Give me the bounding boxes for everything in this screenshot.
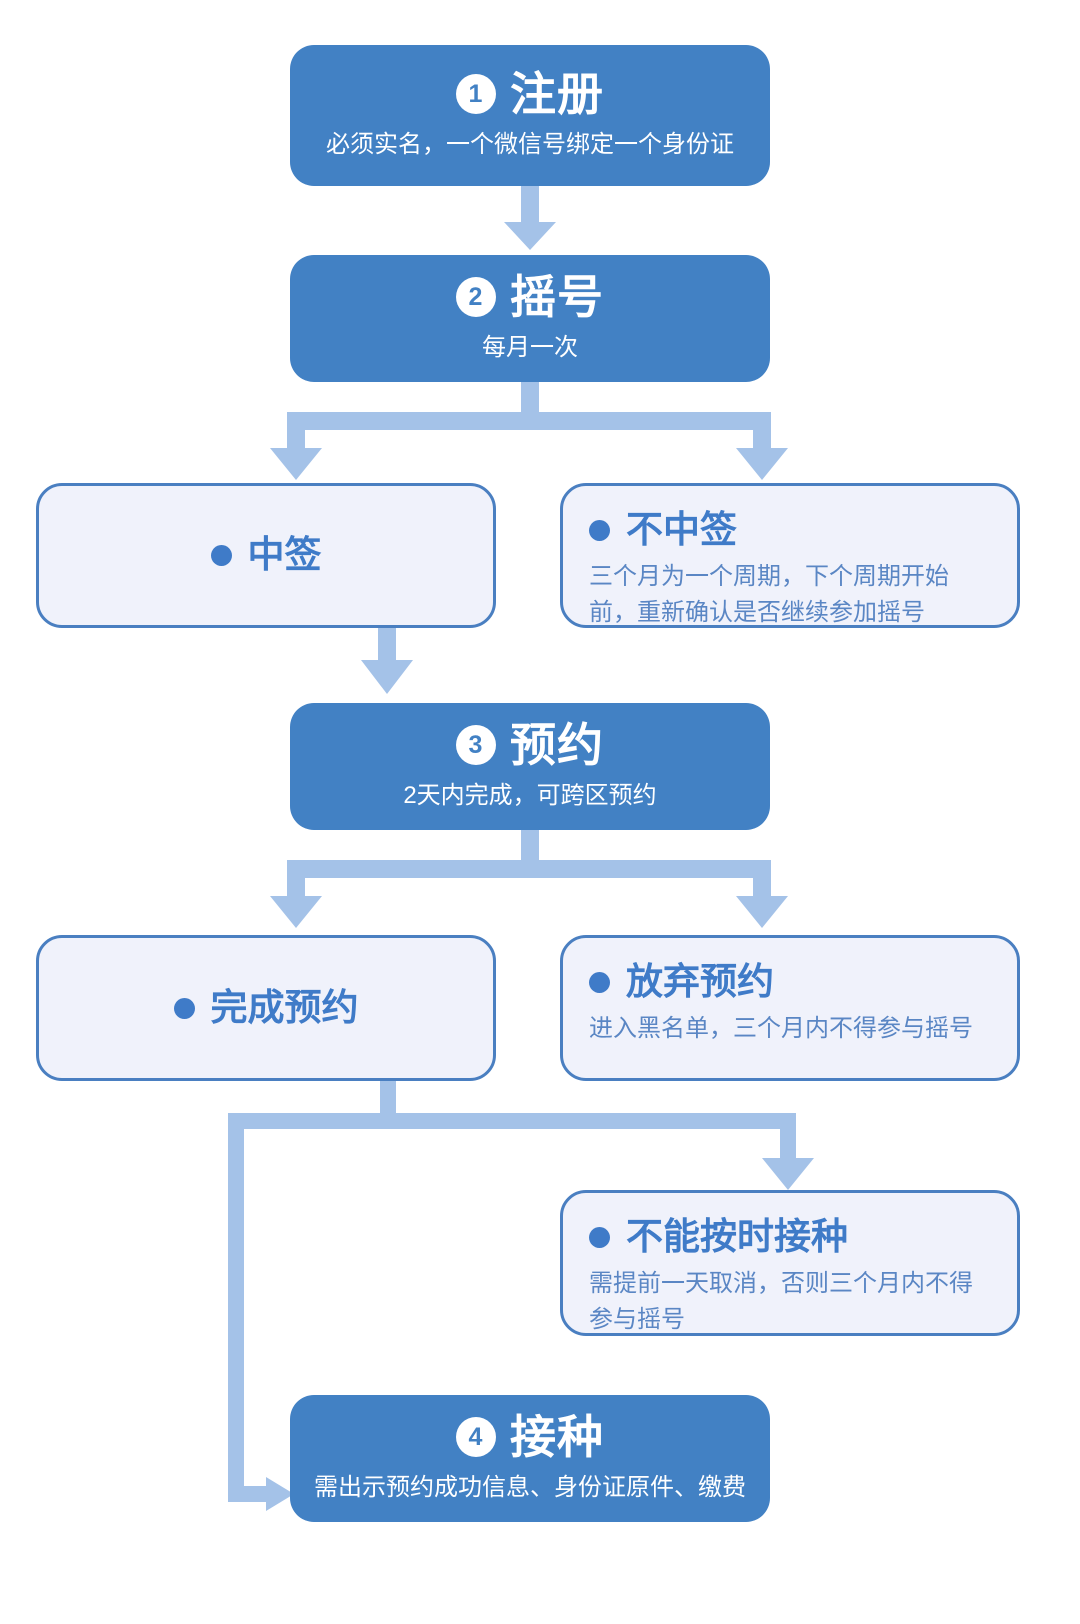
- step-number-badge-1: 1: [456, 74, 496, 115]
- bullet-dot-icon: [173, 997, 195, 1019]
- step-title-vaccination: 4 接种: [456, 1413, 604, 1462]
- outcome-description-cannot-attend: 需提前一天取消，否则三个月内不得参与摇号: [589, 1269, 973, 1333]
- step-title-lottery: 2 摇号: [456, 273, 604, 322]
- connector-step3-split: [270, 830, 788, 928]
- connector-step2-split: [270, 382, 788, 480]
- outcome-box-lost-lottery[interactable]: 不中签 三个月为一个周期，下个周期开始前，重新确认是否继续参加摇号: [560, 483, 1020, 628]
- outcome-label-lost-lottery: 不中签: [626, 509, 737, 550]
- step-label-lottery: 摇号: [510, 270, 604, 323]
- bullet-dot-icon: [589, 519, 610, 541]
- step-box-vaccination[interactable]: 4 接种 需出示预约成功信息、身份证原件、缴费: [290, 1395, 770, 1522]
- outcome-description-booking-abandoned: 进入黑名单，三个月内不得参与摇号: [589, 1014, 973, 1042]
- step-subtitle-register: 必须实名，一个微信号绑定一个身份证: [326, 130, 734, 158]
- step-number-badge-4: 4: [456, 1417, 496, 1458]
- step-number-badge-3: 3: [456, 725, 496, 766]
- outcome-box-won-lottery[interactable]: 中签: [36, 483, 496, 628]
- step-title-booking: 3 预约: [456, 721, 604, 770]
- outcome-heading-cannot-attend: 不能按时接种: [589, 1216, 991, 1258]
- step-subtitle-vaccination: 需出示预约成功信息、身份证原件、缴费: [314, 1473, 746, 1501]
- outcome-description-lost-lottery: 三个月为一个周期，下个周期开始前，重新确认是否继续参加摇号: [589, 562, 949, 626]
- step-label-vaccination: 接种: [510, 1410, 604, 1463]
- outcome-heading-booking-abandoned: 放弃预约: [589, 961, 991, 1003]
- step-subtitle-booking: 2天内完成，可跨区预约: [403, 781, 657, 809]
- step-subtitle-lottery: 每月一次: [482, 333, 578, 361]
- bullet-dot-icon: [589, 1226, 610, 1248]
- outcome-box-booking-complete[interactable]: 完成预约: [36, 935, 496, 1081]
- connector-won-to-step3: [361, 628, 413, 694]
- outcome-label-cannot-attend: 不能按时接种: [626, 1216, 848, 1257]
- bullet-dot-icon: [589, 971, 610, 993]
- step-title-register: 1 注册: [456, 70, 604, 119]
- connector-step1-to-step2: [504, 186, 556, 250]
- outcome-heading-lost-lottery: 不中签: [589, 509, 991, 551]
- step-box-booking[interactable]: 3 预约 2天内完成，可跨区预约: [290, 703, 770, 830]
- step-number-badge-2: 2: [456, 277, 496, 318]
- step-label-register: 注册: [510, 67, 604, 120]
- step-box-register[interactable]: 1 注册 必须实名，一个微信号绑定一个身份证: [290, 45, 770, 186]
- outcome-label-won-lottery: 中签: [247, 534, 322, 576]
- outcome-box-cannot-attend[interactable]: 不能按时接种 需提前一天取消，否则三个月内不得参与摇号: [560, 1190, 1020, 1336]
- outcome-label-booking-complete: 完成预约: [210, 986, 359, 1028]
- outcome-heading-won-lottery: 中签: [210, 534, 322, 576]
- step-box-lottery[interactable]: 2 摇号 每月一次: [290, 255, 770, 382]
- outcome-box-booking-abandoned[interactable]: 放弃预约 进入黑名单，三个月内不得参与摇号: [560, 935, 1020, 1081]
- outcome-label-booking-abandoned: 放弃预约: [626, 961, 774, 1002]
- bullet-dot-icon: [210, 545, 232, 566]
- outcome-heading-booking-complete: 完成预约: [173, 986, 359, 1029]
- step-label-booking: 预约: [510, 718, 604, 771]
